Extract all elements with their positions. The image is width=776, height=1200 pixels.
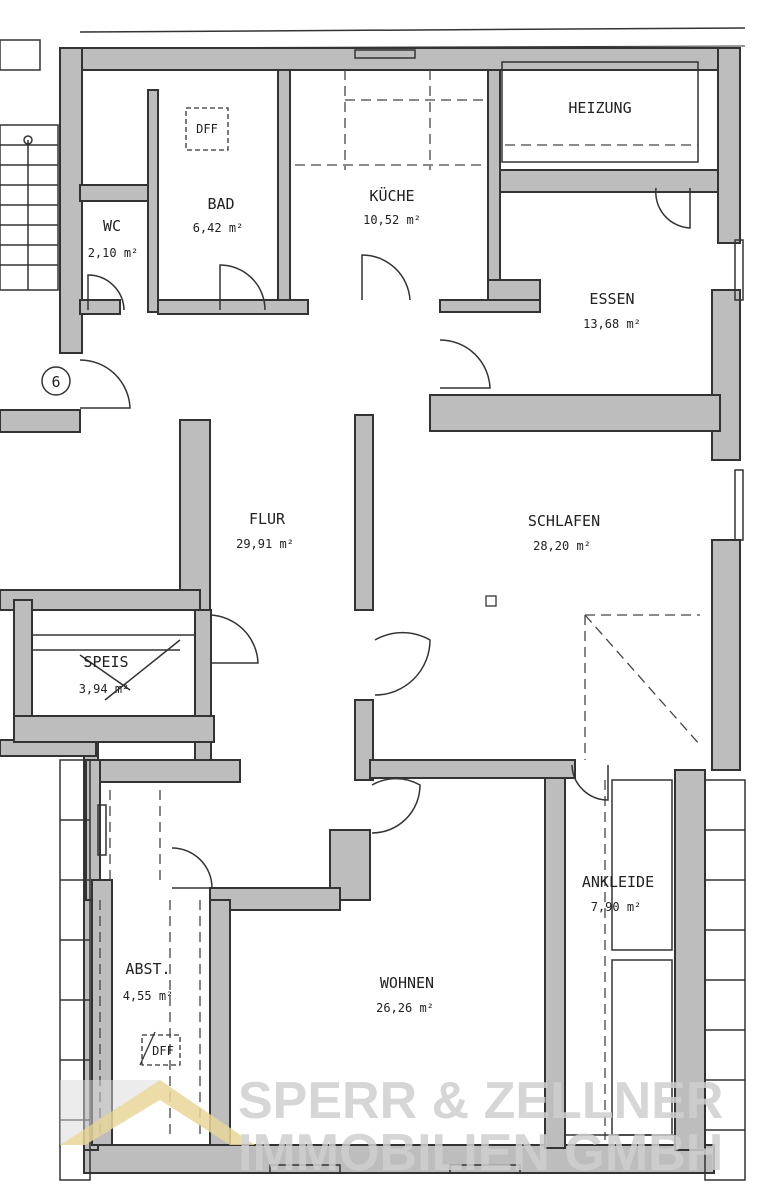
room-abst: ABST. 4,55 m²	[123, 960, 174, 1003]
room-wohnen: WOHNEN 26,26 m²	[376, 974, 434, 1015]
svg-text:6: 6	[51, 373, 60, 391]
room-area: 3,94 m²	[79, 682, 130, 696]
room-area: 13,68 m²	[583, 317, 641, 331]
room-name: FLUR	[249, 510, 286, 528]
room-name: SCHLAFEN	[528, 512, 600, 530]
room-area: 29,91 m²	[236, 537, 294, 551]
room-name: BAD	[207, 195, 234, 213]
room-ankleide: ANKLEIDE 7,90 m²	[582, 873, 654, 914]
room-area: 10,52 m²	[363, 213, 421, 227]
room-area: 7,90 m²	[591, 900, 642, 914]
room-area: 28,20 m²	[533, 539, 591, 553]
room-speis: SPEIS 3,94 m²	[79, 653, 130, 696]
room-bad: BAD 6,42 m²	[193, 195, 244, 235]
svg-text:DFF: DFF	[152, 1044, 174, 1058]
interior-walls	[0, 69, 721, 1151]
svg-text:DFF: DFF	[196, 122, 218, 136]
room-area: 2,10 m²	[88, 246, 139, 260]
room-name: ESSEN	[589, 290, 634, 308]
room-name: SPEIS	[83, 653, 128, 671]
room-schlafen: SCHLAFEN 28,20 m²	[528, 512, 600, 553]
room-essen: ESSEN 13,68 m²	[583, 290, 641, 331]
room-name: ABST.	[125, 960, 170, 978]
room-kueche: KÜCHE 10,52 m²	[363, 186, 421, 227]
room-name: WOHNEN	[380, 974, 434, 992]
external-balcony	[59, 759, 746, 1181]
room-flur: FLUR 29,91 m²	[236, 510, 294, 551]
room-name: HEIZUNG	[568, 99, 631, 117]
room-name: WC	[103, 217, 121, 235]
room-area: 26,26 m²	[376, 1001, 434, 1015]
room-wc: WC 2,10 m²	[88, 217, 139, 260]
watermark-logo	[60, 1080, 255, 1145]
room-name: ANKLEIDE	[582, 873, 654, 891]
staircase	[0, 39, 59, 291]
dff-marker-bad: DFF	[185, 107, 229, 151]
dff-marker-abst: DFF	[139, 1031, 181, 1066]
staircase-number-marker: 6	[41, 366, 71, 396]
watermark-line2: IMMOBILIEN GMBH	[238, 1124, 723, 1182]
room-name: KÜCHE	[369, 186, 414, 205]
room-area: 4,55 m²	[123, 989, 174, 1003]
watermark: SPERR & ZELLNER IMMOBILIEN GMBH	[60, 1072, 723, 1182]
room-area: 6,42 m²	[193, 221, 244, 235]
room-heizung: HEIZUNG	[568, 99, 631, 117]
doors	[79, 187, 691, 889]
watermark-line1: SPERR & ZELLNER	[238, 1072, 723, 1130]
